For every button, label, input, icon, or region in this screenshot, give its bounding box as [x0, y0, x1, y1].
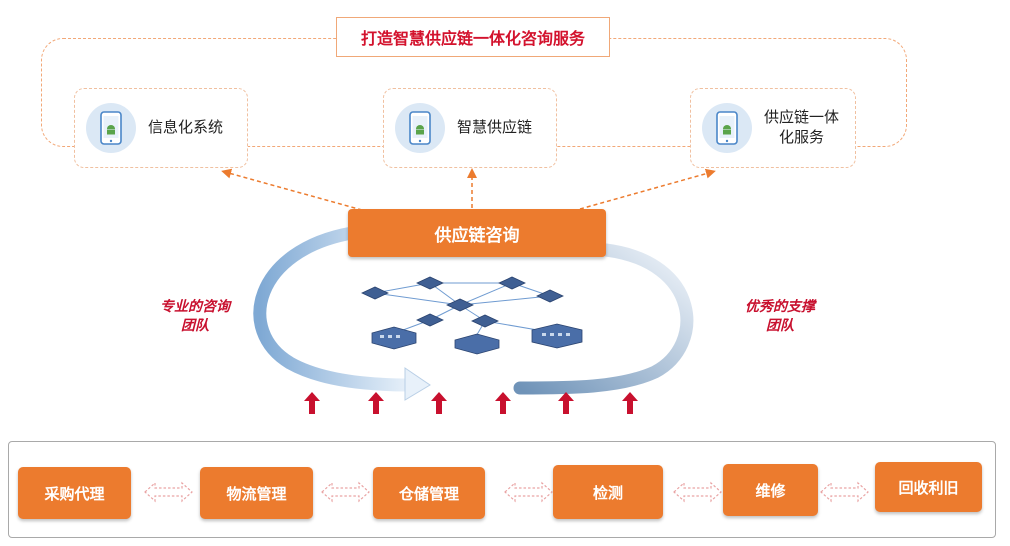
switch-node	[361, 286, 389, 300]
process-recycling: 回收利旧	[875, 462, 982, 512]
smartphone-android-icon	[395, 103, 445, 153]
up-arrow-icon	[368, 392, 384, 414]
up-arrow-icon	[304, 392, 320, 414]
process-inspection: 检测	[553, 465, 663, 519]
card-label-line1: 供应链一体	[764, 109, 840, 126]
link-arrows	[221, 168, 716, 211]
switch-node	[416, 276, 444, 290]
process-maintenance: 维修	[723, 464, 818, 516]
cycle-ring-left	[253, 226, 417, 392]
smartphone-android-icon	[86, 103, 136, 153]
diagram-title: 打造智慧供应链一体化咨询服务	[336, 17, 610, 57]
building-node	[371, 326, 417, 350]
double-arrow-icon	[504, 481, 553, 503]
up-arrow-icon	[495, 392, 511, 414]
card-smart-supply-chain: 智慧供应链	[383, 88, 557, 168]
process-logistics: 物流管理	[200, 467, 313, 519]
arrow-to-card-1	[221, 168, 363, 211]
smartphone-android-icon	[702, 103, 752, 153]
left-note-line2: 团队	[181, 317, 209, 333]
arrow-to-card-3	[579, 168, 716, 210]
network-topology-icon	[361, 276, 583, 355]
up-arrow-icon	[431, 392, 447, 414]
right-team-note: 优秀的支撑 团队	[725, 297, 835, 335]
up-arrow-icon	[622, 392, 638, 414]
card-label: 信息化系统	[148, 119, 224, 136]
double-arrow-icon	[820, 481, 869, 503]
switch-node	[446, 298, 474, 312]
card-integrated-service: 供应链一体 化服务	[690, 88, 856, 168]
building-node	[531, 323, 583, 349]
center-consulting-box: 供应链咨询	[348, 209, 606, 257]
card-label: 智慧供应链	[457, 119, 533, 136]
switch-node	[536, 289, 564, 303]
switch-node	[498, 276, 526, 290]
cycle-ring-arrowhead	[404, 367, 431, 401]
right-note-line1: 优秀的支撑	[745, 298, 815, 314]
left-note-line1: 专业的咨询	[160, 298, 230, 314]
double-arrow-icon	[673, 481, 722, 503]
cycle-ring-right	[513, 243, 694, 395]
double-arrow-icon	[144, 481, 193, 503]
process-procurement: 采购代理	[18, 467, 131, 519]
left-team-note: 专业的咨询 团队	[140, 297, 250, 335]
up-arrow-icon	[558, 392, 574, 414]
process-links	[144, 481, 869, 503]
upward-arrows	[304, 392, 638, 414]
card-label-line2: 化服务	[779, 129, 825, 146]
switch-node	[416, 313, 444, 327]
card-label: 供应链一体 化服务	[764, 108, 839, 148]
switch-node	[471, 314, 499, 328]
process-frame	[8, 441, 996, 538]
double-arrow-icon	[321, 481, 370, 503]
right-note-line2: 团队	[766, 317, 794, 333]
card-information-system: 信息化系统	[74, 88, 248, 168]
building-node	[454, 333, 500, 355]
process-warehousing: 仓储管理	[373, 467, 485, 519]
